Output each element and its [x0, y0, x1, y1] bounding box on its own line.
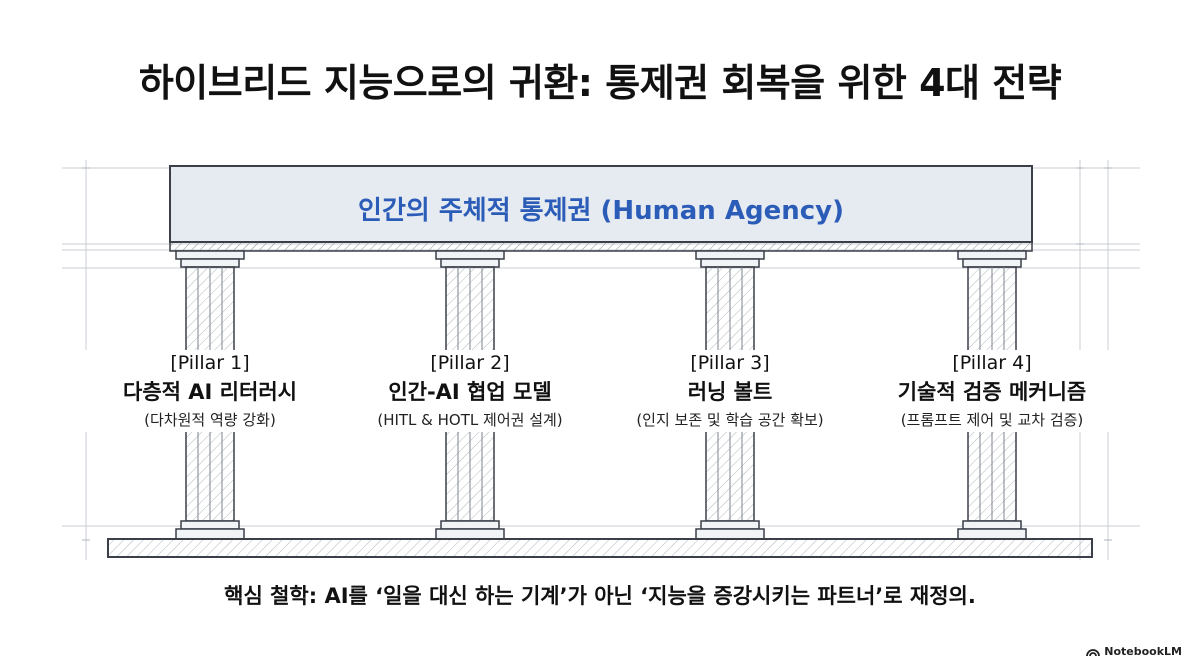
pillar-1-tag: [Pillar 1] [170, 352, 250, 374]
pillar-3-tag: [Pillar 3] [690, 352, 770, 374]
pillar-1-title: 다층적 AI 리터러시 [123, 380, 297, 404]
pillar-4-title: 기술적 검증 메커니즘 [897, 380, 1087, 404]
pillar-3-title: 러닝 볼트 [687, 380, 773, 404]
brand-name: NotebookLM [1104, 645, 1182, 658]
pillar-1-subtitle: (다차원적 역량 강화) [144, 411, 276, 429]
pillar-4-tag: [Pillar 4] [952, 352, 1032, 374]
pillar-3-label: [Pillar 3] 러닝 볼트 (인지 보존 및 학습 공간 확보) [600, 350, 860, 432]
dimension-ticks [82, 167, 1112, 541]
pillar-3-subtitle: (인지 보존 및 학습 공간 확보) [636, 411, 824, 429]
page-title: 하이브리드 지능으로의 귀환: 통제권 회복을 위한 4대 전략 [138, 61, 1062, 105]
beam-hatched-strip [169, 241, 1033, 252]
pillar-2-subtitle: (HITL & HOTL 제어권 설계) [377, 411, 563, 429]
pillar-2-label: [Pillar 2] 인간-AI 협업 모델 (HITL & HOTL 제어권 … [340, 350, 600, 432]
pillar-2-title: 인간-AI 협업 모델 [388, 380, 552, 404]
core-philosophy: 핵심 철학: AI를 ‘일을 대신 하는 기계’가 아닌 ‘지능을 증강시키는 … [224, 584, 976, 608]
notebooklm-logo-icon [1086, 648, 1101, 656]
pillar-4-label: [Pillar 4] 기술적 검증 메커니즘 (프롬프트 제어 및 교차 검증) [862, 350, 1122, 432]
beam [169, 165, 1033, 243]
pillar-1-label: [Pillar 1] 다층적 AI 리터러시 (다차원적 역량 강화) [80, 350, 340, 432]
pillar-4-subtitle: (프롬프트 제어 및 교차 검증) [900, 411, 1084, 429]
beam-label: 인간의 주체적 통제권 (Human Agency) [358, 196, 844, 226]
pillar-2-tag: [Pillar 2] [430, 352, 510, 374]
brand-mark: NotebookLM [1086, 645, 1182, 658]
base-platform [107, 538, 1093, 558]
